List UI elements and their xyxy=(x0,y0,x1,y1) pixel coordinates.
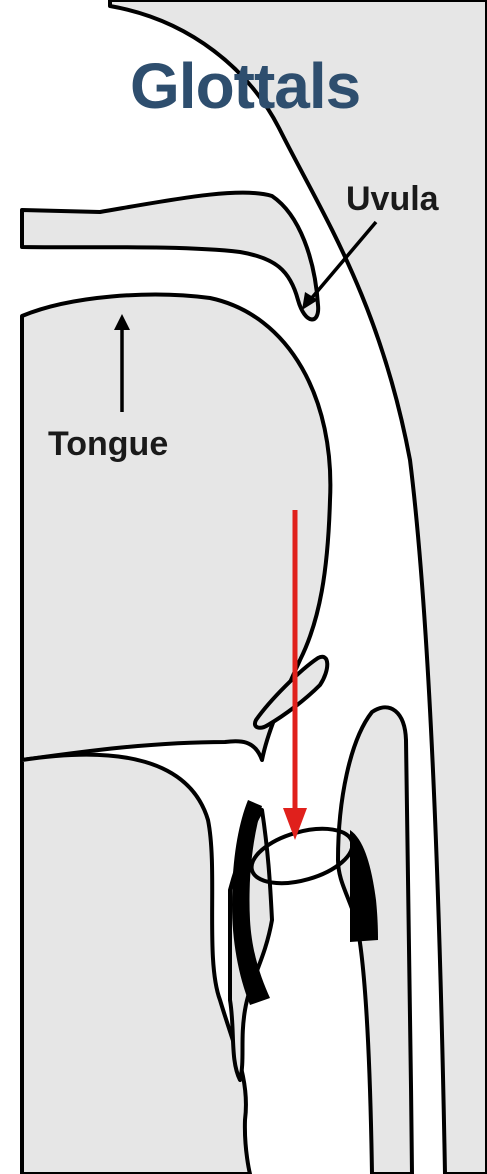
label-tongue: Tongue xyxy=(48,425,168,463)
lower-front-tissue xyxy=(22,755,250,1174)
title: Glottals xyxy=(130,50,360,122)
arytenoid-column xyxy=(338,707,412,1174)
label-uvula: Uvula xyxy=(346,180,440,218)
